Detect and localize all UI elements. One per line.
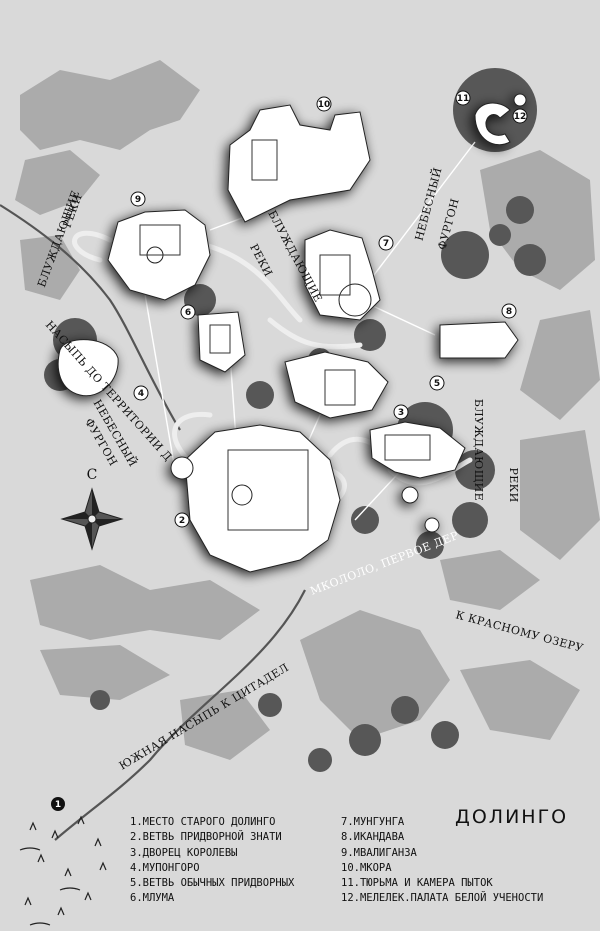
building-queens-palace [369,421,466,479]
building-details [139,139,431,531]
legend-item: 3.ДВОРЕЦ КОРОЛЕВЫ [130,846,238,859]
marker-7: 7 [378,235,394,251]
legend-item: 2.ВЕТВЬ ПРИДВОРНОЙ ЗНАТИ [130,831,282,844]
legend-item: 11.ТЮРЬМА И КАМЕРА ПЫТОК [341,877,493,890]
building-common-courtiers [284,351,389,419]
svg-text:7: 7 [383,239,389,249]
map-title: ДОЛИНГО [455,806,569,828]
svg-text:3: 3 [398,408,404,418]
svg-text:9: 9 [135,195,141,205]
building-mkora [227,104,371,223]
legend-right-column: 7.МУНГУНГА 8.ИКАНДАВА 9.МВАЛИГАНЗА 10.МК… [341,815,543,907]
legend-item: 6.МЛУМА [130,892,175,905]
marker-10: 10 [316,96,332,112]
svg-text:10: 10 [318,100,331,110]
svg-text:6: 6 [185,308,191,318]
marker-3: 3 [393,404,409,420]
legend-left-column: 1.МЕСТО СТАРОГО ДОЛИНГО 2.ВЕТВЬ ПРИДВОРН… [130,815,294,907]
building-ikandava [439,321,519,359]
svg-text:11: 11 [457,94,470,104]
marker-12: 12 [512,108,528,124]
mountain-ranges [15,60,600,760]
compass-rose: С [60,467,124,551]
marker-4: 4 [133,385,149,401]
legend-item: 8.ИКАНДАВА [341,831,405,844]
legend-item: 5.ВЕТВЬ ОБЫЧНЫХ ПРИДВОРНЫХ [130,877,295,890]
location-markers: 1 2 3 4 5 6 7 8 9 10 11 12 [51,90,528,811]
rivers [0,204,306,841]
building-prison [474,102,511,146]
legend-item: 1.МЕСТО СТАРОГО ДОЛИНГО [130,816,276,828]
legend-item: 7.МУНГУНГА [341,816,405,828]
legend-item: 12.МЕЛЕЛЕК.ПАЛАТА БЕЛОЙ УЧЕНОСТИ [341,892,544,905]
building-court-nobility [184,424,341,573]
svg-text:5: 5 [434,379,440,389]
grass-tufts [19,815,107,926]
svg-text:1: 1 [55,800,61,810]
svg-text:4: 4 [138,389,144,399]
label-wandering-rivers-right: БЛУЖДАЮЩИЕ [472,399,485,501]
legend-item: 10.МКОРА [341,861,392,874]
legend-item: 4.МУПОНГОРО [130,861,200,874]
buildings [57,93,527,573]
legend-item: 9.МВАЛИГАНЗА [341,846,417,859]
marker-1: 1 [51,797,65,811]
compass-north-letter: С [87,467,98,483]
marker-8: 8 [501,303,517,319]
building-mupongoro [57,339,119,397]
marker-6: 6 [180,304,196,320]
svg-text:2: 2 [179,516,185,526]
marker-9: 9 [130,191,146,207]
marker-5: 5 [429,375,445,391]
svg-text:8: 8 [506,307,512,317]
label-wandering-rivers-right-2: РЕКИ [507,467,520,502]
marker-11: 11 [455,90,471,106]
marker-2: 2 [174,512,190,528]
svg-text:12: 12 [514,112,527,122]
